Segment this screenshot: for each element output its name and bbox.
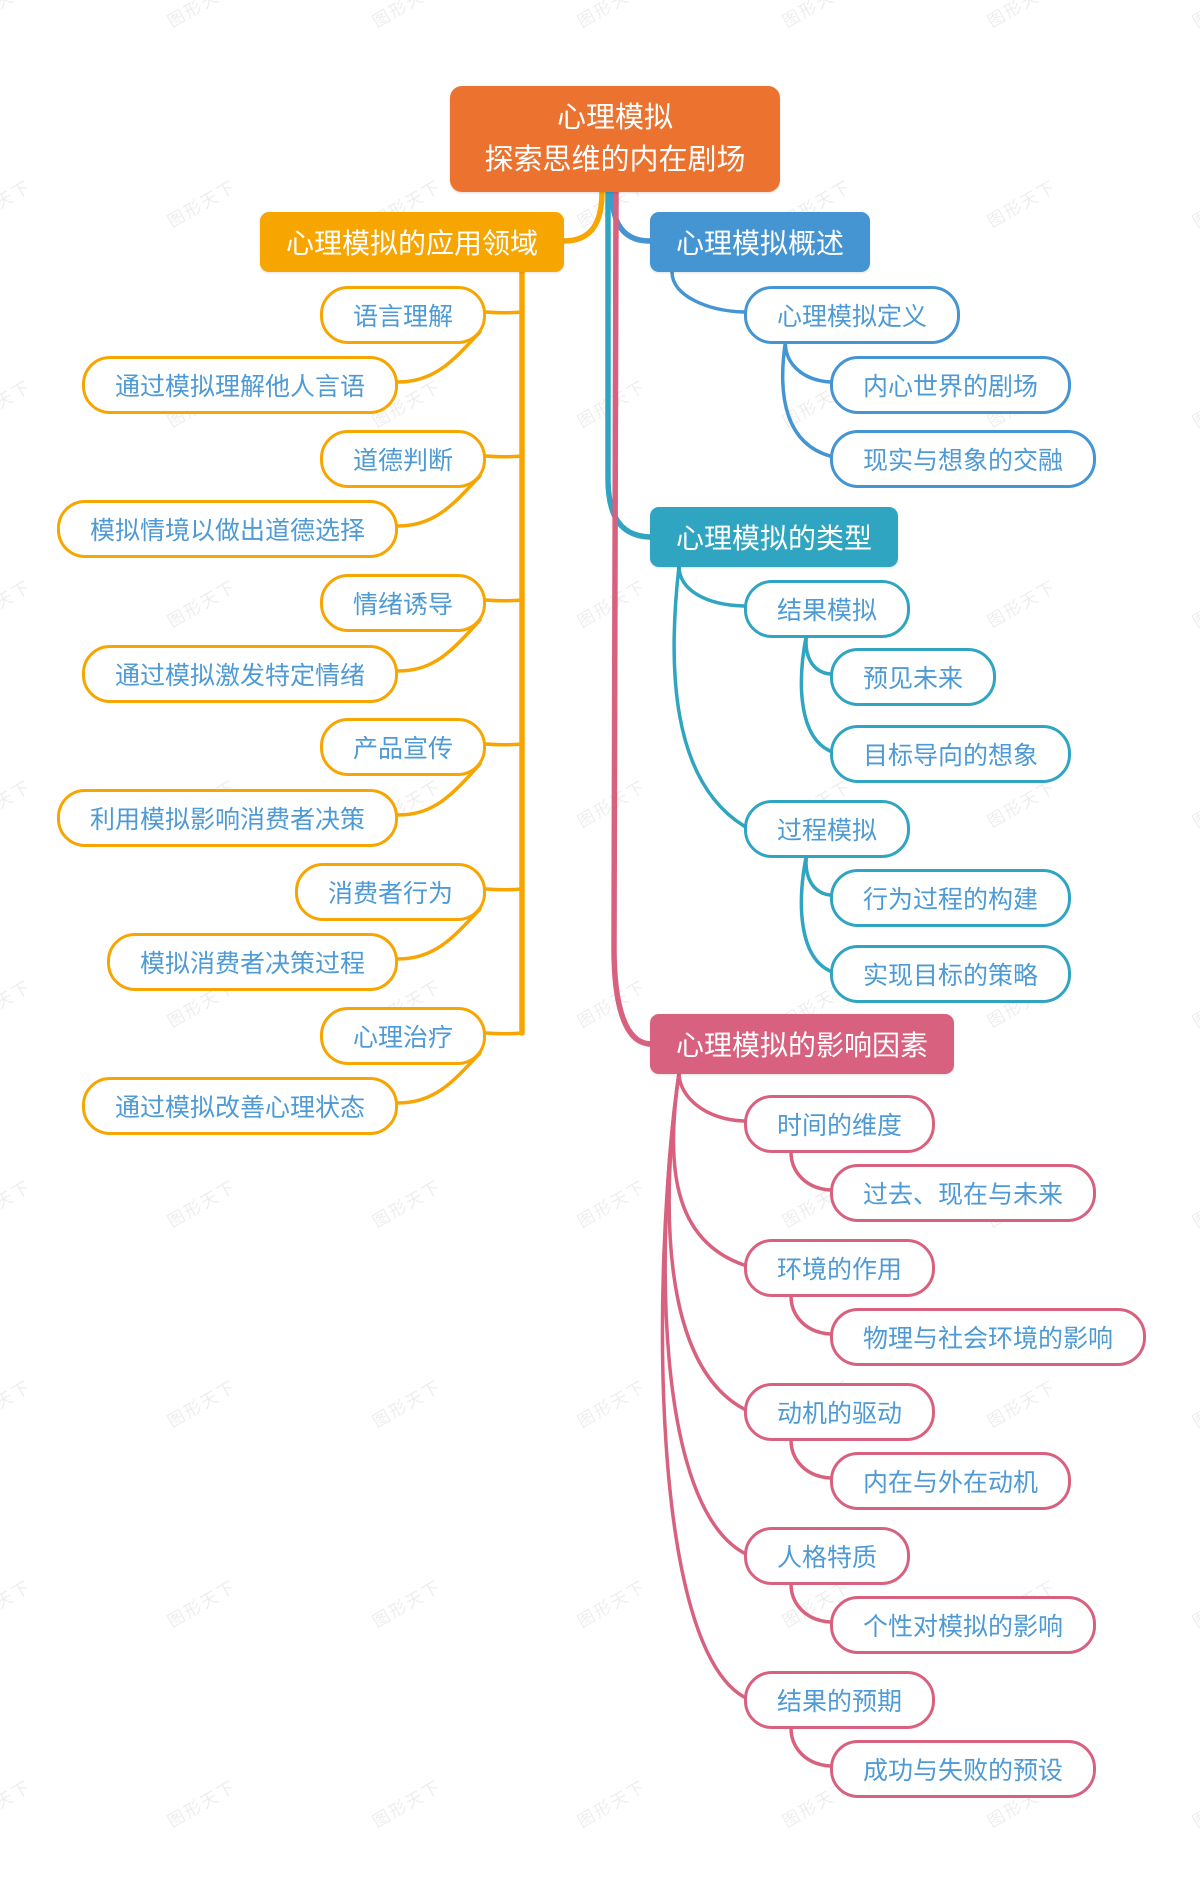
edge bbox=[396, 907, 482, 961]
edge bbox=[609, 189, 653, 244]
edge bbox=[799, 850, 832, 973]
edge bbox=[396, 330, 482, 384]
node-success-failure-presupposition[interactable]: 成功与失败的预设 bbox=[830, 1740, 1097, 1798]
edge bbox=[670, 270, 746, 314]
edge bbox=[677, 1071, 746, 1123]
node-moral-judgment-detail[interactable]: 模拟情境以做出道德选择 bbox=[56, 500, 398, 558]
root-title-line2: 探索思维的内在剧场 bbox=[484, 144, 746, 176]
node-environment-role[interactable]: 环境的作用 bbox=[744, 1239, 936, 1297]
edge bbox=[561, 189, 605, 244]
node-personality-influence[interactable]: 个性对模拟的影响 bbox=[830, 1596, 1097, 1654]
edge bbox=[804, 630, 832, 676]
root-title-line1: 心理模拟 bbox=[556, 101, 673, 134]
edge bbox=[484, 887, 524, 892]
node-inner-world-theater[interactable]: 内心世界的剧场 bbox=[830, 356, 1072, 414]
node-process-simulation[interactable]: 过程模拟 bbox=[744, 800, 911, 858]
edge bbox=[780, 336, 832, 458]
section-types[interactable]: 心理模拟的类型 bbox=[650, 507, 899, 567]
node-language-understanding-detail[interactable]: 通过模拟理解他人言语 bbox=[81, 356, 398, 414]
node-time-dimension[interactable]: 时间的维度 bbox=[744, 1095, 936, 1153]
edge bbox=[804, 850, 832, 897]
node-intrinsic-extrinsic-motivation[interactable]: 内在与外在动机 bbox=[830, 1452, 1072, 1510]
node-moral-judgment[interactable]: 道德判断 bbox=[319, 430, 486, 488]
section-applications[interactable]: 心理模拟的应用领域 bbox=[259, 212, 564, 272]
edge bbox=[671, 1071, 746, 1267]
node-behavior-process-construction[interactable]: 行为过程的构建 bbox=[830, 869, 1072, 927]
edge bbox=[484, 310, 524, 315]
node-product-promotion[interactable]: 产品宣传 bbox=[319, 718, 486, 776]
edge bbox=[484, 742, 524, 747]
node-motivation-drive[interactable]: 动机的驱动 bbox=[744, 1383, 936, 1441]
node-product-promotion-detail[interactable]: 利用模拟影响消费者决策 bbox=[56, 789, 398, 847]
node-psychotherapy[interactable]: 心理治疗 bbox=[319, 1007, 486, 1065]
node-outcome-expectation[interactable]: 结果的预期 bbox=[744, 1671, 936, 1729]
edge bbox=[484, 598, 524, 603]
node-goal-directed-imagination[interactable]: 目标导向的想象 bbox=[830, 725, 1072, 783]
node-emotion-induction-detail[interactable]: 通过模拟激发特定情绪 bbox=[81, 645, 398, 703]
node-language-understanding[interactable]: 语言理解 bbox=[319, 286, 486, 344]
edge bbox=[611, 189, 653, 1047]
node-personality-traits[interactable]: 人格特质 bbox=[744, 1527, 911, 1585]
edge bbox=[484, 454, 524, 459]
edge bbox=[396, 618, 482, 673]
edge bbox=[396, 762, 482, 817]
edge bbox=[660, 1071, 746, 1699]
node-consumer-behavior[interactable]: 消费者行为 bbox=[294, 863, 486, 921]
edge bbox=[799, 630, 832, 753]
node-physical-social-influence[interactable]: 物理与社会环境的影响 bbox=[830, 1308, 1147, 1366]
root-node[interactable]: 心理模拟 探索思维的内在剧场 bbox=[450, 86, 780, 192]
node-emotion-induction[interactable]: 情绪诱导 bbox=[319, 574, 486, 632]
node-past-present-future[interactable]: 过去、现在与未来 bbox=[830, 1164, 1097, 1222]
section-overview[interactable]: 心理模拟概述 bbox=[650, 212, 871, 272]
edge bbox=[484, 1031, 524, 1036]
node-definition[interactable]: 心理模拟定义 bbox=[744, 286, 961, 344]
node-psychotherapy-detail[interactable]: 通过模拟改善心理状态 bbox=[81, 1077, 398, 1135]
node-reality-imagination-fusion[interactable]: 现实与想象的交融 bbox=[830, 430, 1097, 488]
node-consumer-behavior-detail[interactable]: 模拟消费者决策过程 bbox=[106, 933, 398, 991]
edge bbox=[396, 1051, 482, 1105]
edge bbox=[783, 336, 832, 384]
section-factors[interactable]: 心理模拟的影响因素 bbox=[650, 1014, 955, 1074]
node-goal-achievement-strategy[interactable]: 实现目标的策略 bbox=[830, 945, 1072, 1003]
edge bbox=[672, 564, 746, 828]
edge bbox=[663, 1071, 746, 1555]
edge bbox=[396, 474, 482, 528]
node-foresee-future[interactable]: 预见未来 bbox=[830, 648, 997, 706]
edge bbox=[677, 564, 746, 608]
node-outcome-simulation[interactable]: 结果模拟 bbox=[744, 580, 911, 638]
